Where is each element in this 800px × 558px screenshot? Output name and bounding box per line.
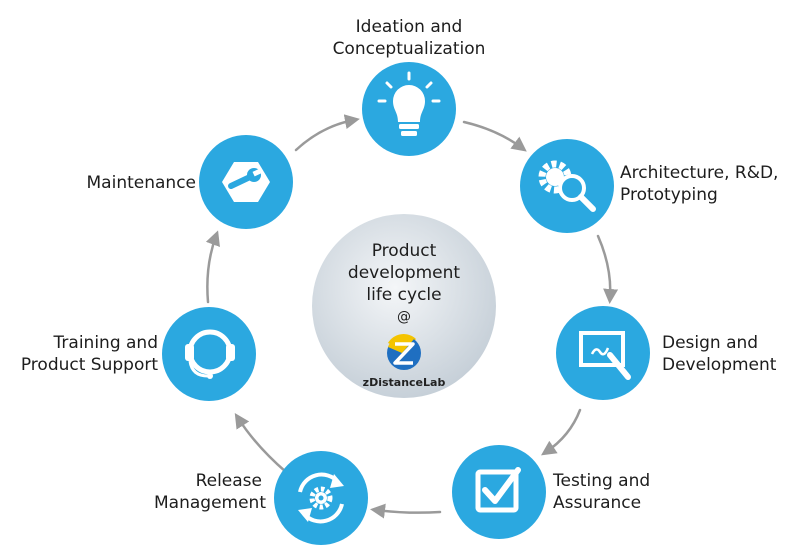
stage-maintenance-node [199,135,293,229]
center-line: development [347,263,461,283]
arrow-release-to-training [234,412,288,474]
center-line: Product [371,241,437,261]
arrow-ideation-to-architecture [462,120,527,152]
arrow-architecture-to-design [596,234,619,304]
stage-architecture-label: Architecture, R&D, Prototyping [620,163,779,205]
lightbulb-icon [377,71,441,136]
stage-testing-label: Testing and Assurance [553,471,651,513]
arrow-training-to-maintenance [205,230,220,304]
checkbox-icon [475,467,521,513]
arrow-maintenance-to-ideation [294,114,360,152]
stage-architecture-node [520,139,614,233]
gear-magnifier-icon [538,160,596,212]
stage-training-node [162,307,256,401]
center-title: Product development life cycle @ [318,240,490,328]
brand-name: zDistanceLab [362,376,446,389]
stage-ideation-node [362,62,456,156]
stage-release-node [274,451,368,545]
stage-testing-node [452,445,546,539]
center-at: @ [397,309,411,325]
center-circle [312,214,496,398]
drawing-tablet-icon [579,331,631,380]
zdistancelab-logo [387,334,421,370]
stage-design-node [556,306,650,400]
center-line: life cycle [366,285,442,305]
arrow-testing-to-release [370,503,442,519]
headset-icon [185,329,235,379]
stage-design-label: Design and Development [662,333,777,375]
wrench-icon [222,162,270,202]
stage-release-label: Release Management [154,471,266,513]
stage-training-label: Training and Product Support [20,333,158,375]
stage-ideation-label: Ideation and Conceptualization [332,17,486,59]
cycle-arrows [205,114,619,519]
stage-maintenance-label: Maintenance [86,173,196,193]
arrow-design-to-testing [541,408,582,456]
gear-cycle-icon [298,472,344,524]
